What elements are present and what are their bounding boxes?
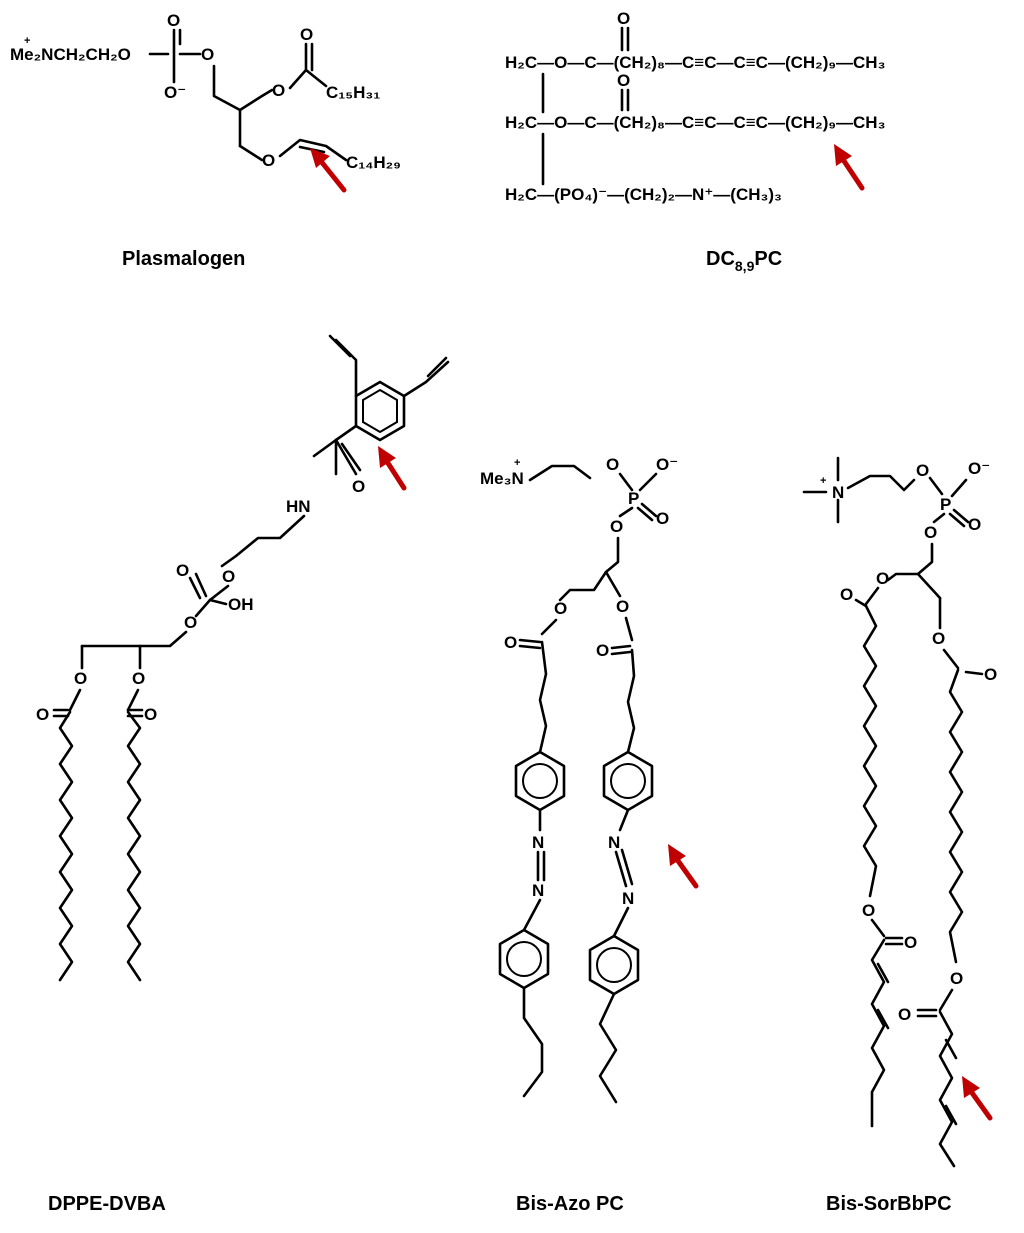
bis-sorbbpc-structure: N + O P O⁻ O O O O O O O O <box>802 456 997 1215</box>
bis-azo-o-minus: O⁻ <box>656 455 678 474</box>
bis-sorb-carbonyl-o-4: O <box>898 1005 911 1024</box>
bis-azo-o-sn2: O <box>616 597 629 616</box>
bis-azo-o-sn1: O <box>554 599 567 618</box>
bis-azo-n1: N <box>532 833 544 852</box>
bis-azo-carbonyl-o-2: O <box>596 641 609 660</box>
dppe-dvba-structure: O HN O O OH O O O O O DPPE-DVBA <box>36 334 450 1215</box>
plasmalogen-o-ester: O <box>201 45 214 64</box>
bis-sorb-o-ester-2: O <box>950 969 963 988</box>
dc89pc-row3: H₂C—(PO₄)⁻—(CH₂)₂—N⁺—(CH₃)₃ <box>505 185 782 204</box>
dc89pc-carbonyl-o-2: O <box>617 71 630 90</box>
dppe-dvba-carbonyl-o-2: O <box>144 705 157 724</box>
bis-sorb-o-ester-1: O <box>862 901 875 920</box>
plasmalogen-head-label: Me₂NCH₂CH₂O <box>10 45 131 64</box>
bis-sorb-o-choline: O <box>916 461 929 480</box>
bis-sorb-p: P <box>940 495 951 514</box>
dc89pc-row2: H₂C—O—C—(CH₂)₈—C≡C—C≡C—(CH₂)₉—CH₃ <box>505 113 885 132</box>
plasmalogen-structure: Me₂NCH₂CH₂O + O O⁻ O O O C₁₅H₃₁ O C₁₄H₂₉… <box>10 11 401 270</box>
bis-azo-arrow <box>668 844 699 889</box>
dppe-dvba-oh: OH <box>228 595 254 614</box>
bis-azo-carbonyl-o-1: O <box>504 633 517 652</box>
bis-azo-n3: N <box>608 833 620 852</box>
bis-sorb-o-sn1: O <box>932 629 945 648</box>
dppe-dvba-o-sn2: O <box>132 669 145 688</box>
bis-sorb-o-sn2: O <box>876 569 889 588</box>
dppe-dvba-amide-o: O <box>352 477 365 496</box>
dc89pc-row1: H₂C—O—C—(CH₂)₈—C≡C—C≡C—(CH₂)₉—CH₃ <box>505 53 885 72</box>
dc89pc-title: DC8,9PC <box>706 248 782 274</box>
bis-azo-head: Me₃N <box>480 469 524 488</box>
bis-sorb-carbonyl-o-3: O <box>904 933 917 952</box>
plasmalogen-phosphate-o-minus: O⁻ <box>164 83 186 102</box>
plasmalogen-alkenyl-chain: C₁₄H₂₉ <box>346 153 401 172</box>
bis-azo-n4: N <box>622 889 634 908</box>
dppe-dvba-p-o-top: O <box>176 561 189 580</box>
plasmalogen-o-ether: O <box>262 151 275 170</box>
bis-sorbbpc-title: Bis-SorBbPC <box>826 1193 952 1215</box>
bis-azo-p-o: O <box>656 509 669 528</box>
plasmalogen-head-charge: + <box>24 35 30 47</box>
bis-sorb-carbonyl-o-1: O <box>840 585 853 604</box>
dc89pc-structure: H₂C—O—C—(CH₂)₈—C≡C—C≡C—(CH₂)₉—CH₃ H₂C—O—… <box>505 9 885 274</box>
bis-azo-plus: + <box>514 457 520 469</box>
dppe-dvba-hn: HN <box>286 497 311 516</box>
dc89pc-carbonyl-o-1: O <box>617 9 630 28</box>
dppe-dvba-arrow <box>378 446 407 491</box>
dppe-dvba-o-link: O <box>222 567 235 586</box>
bis-sorb-o-glycerol: O <box>924 523 937 542</box>
bis-sorb-n: N <box>832 483 844 502</box>
bis-sorb-plus: + <box>820 475 826 487</box>
plasmalogen-o-acyl: O <box>272 81 285 100</box>
plasmalogen-carbonyl-o: O <box>300 25 313 44</box>
bis-sorb-arrow <box>962 1076 993 1121</box>
bis-azo-pc-title: Bis-Azo PC <box>516 1193 624 1215</box>
plasmalogen-phosphate-o-top: O <box>167 11 180 30</box>
dppe-dvba-o-glycerol: O <box>184 613 197 632</box>
dppe-dvba-o-sn1: O <box>74 669 87 688</box>
plasmalogen-title: Plasmalogen <box>122 248 245 270</box>
bis-sorb-p-o: O <box>968 515 981 534</box>
plasmalogen-acyl-chain: C₁₅H₃₁ <box>326 83 380 102</box>
dppe-dvba-carbonyl-o-1: O <box>36 705 49 724</box>
bis-sorb-o-minus: O⁻ <box>968 459 990 478</box>
dc89pc-arrow <box>834 144 865 191</box>
bis-sorb-carbonyl-o-2: O <box>984 665 997 684</box>
bis-azo-o-glycerol: O <box>610 517 623 536</box>
dppe-dvba-title: DPPE-DVBA <box>48 1193 166 1215</box>
plasmalogen-arrow <box>310 148 347 193</box>
bis-azo-p: P <box>628 489 639 508</box>
bis-azo-pc-structure: Me₃N + O P O⁻ O O O O O O N N <box>480 455 699 1215</box>
bis-azo-o-choline: O <box>606 455 619 474</box>
bis-azo-n2: N <box>532 881 544 900</box>
